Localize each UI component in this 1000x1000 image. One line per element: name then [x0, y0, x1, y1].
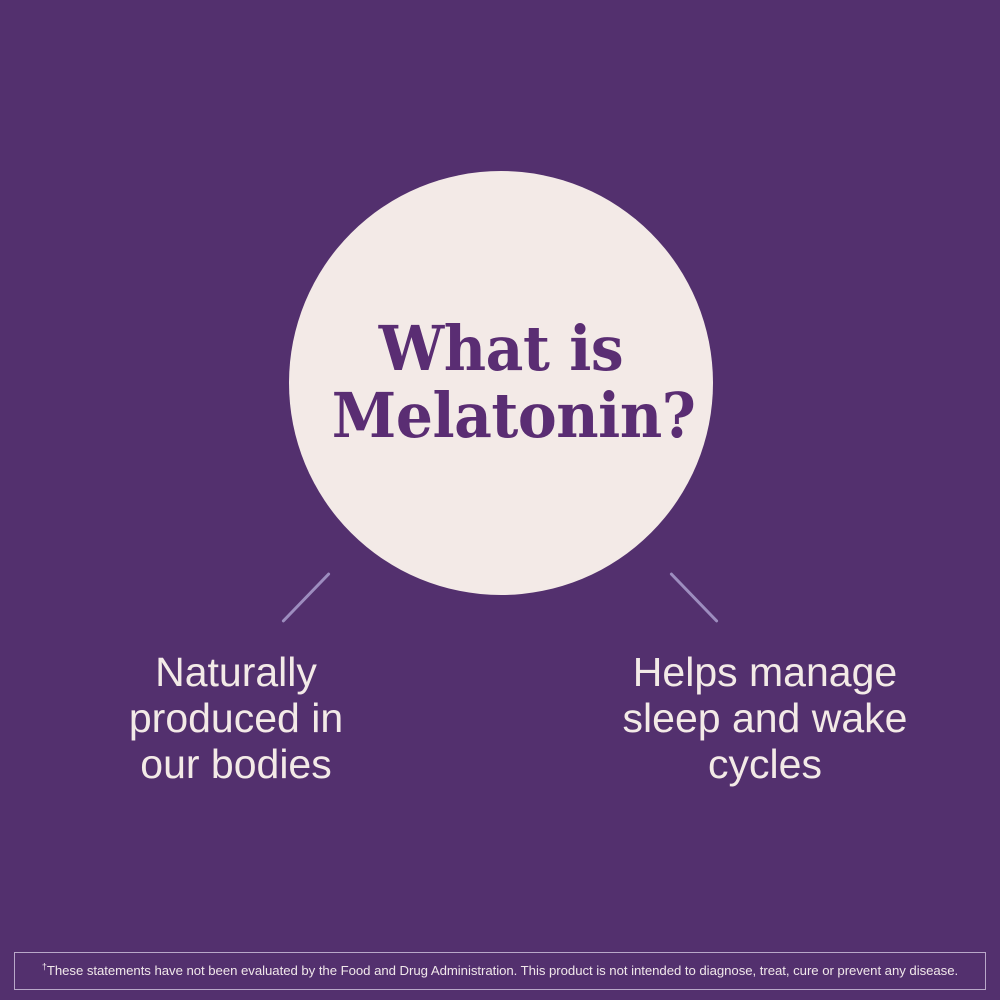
callout-right-line-2: sleep and wake [622, 694, 908, 741]
connector-line-left [281, 572, 331, 623]
page-title: What is Melatonin? [331, 312, 696, 452]
disclaimer-text: †These statements have not been evaluate… [41, 962, 959, 979]
callout-sleep-wake-cycles: Helps manage sleep and wake cycles [585, 649, 945, 788]
callout-right-line-3: cycles [708, 740, 822, 787]
connector-line-right [669, 572, 719, 623]
callout-left-line-1: Naturally [155, 649, 317, 695]
disclaimer-body: These statements have not been evaluated… [46, 963, 959, 979]
callout-right-line-1: Helps manage [632, 649, 898, 695]
hero-circle: What is Melatonin? [289, 171, 713, 595]
dagger-icon: † [41, 962, 47, 973]
headline-line-1: What is [378, 312, 624, 386]
headline-line-2: Melatonin? [331, 379, 696, 452]
callout-left-line-2: produced in [128, 694, 344, 741]
callout-naturally-produced: Naturally produced in our bodies [56, 649, 416, 788]
disclaimer-box: †These statements have not been evaluate… [14, 952, 986, 990]
callout-left-line-3: our bodies [140, 740, 332, 787]
